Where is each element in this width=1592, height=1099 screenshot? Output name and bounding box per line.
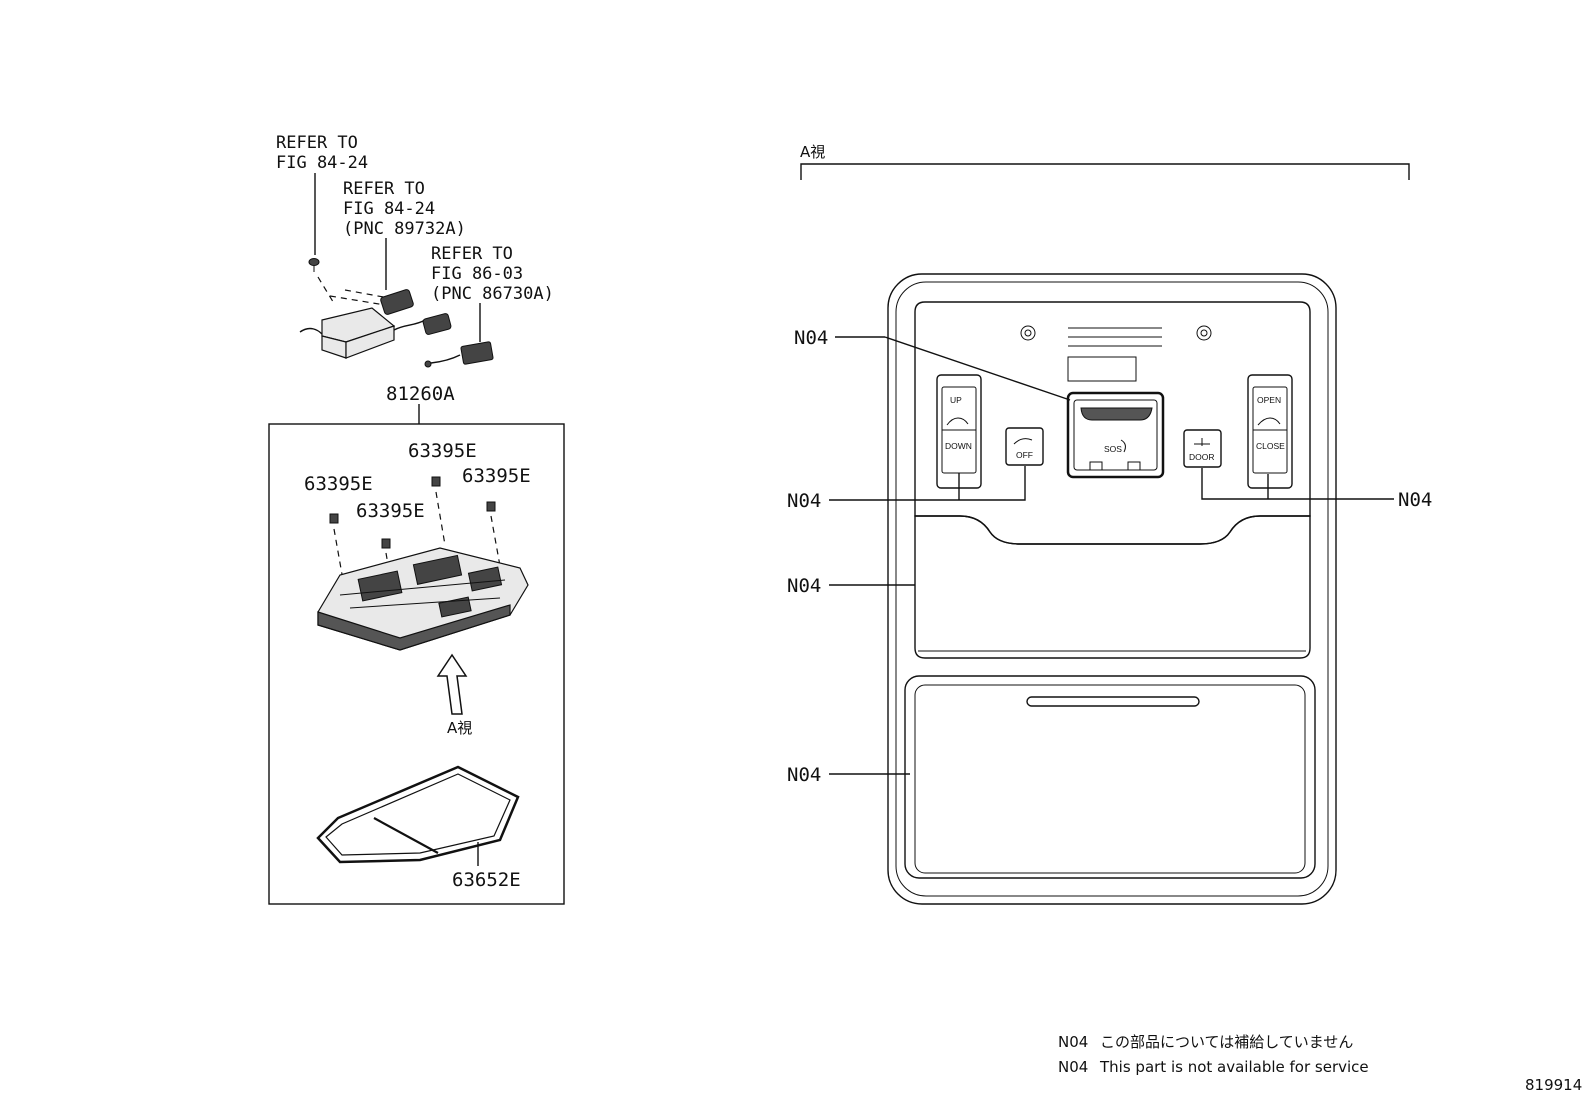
console-outline	[887, 273, 1337, 905]
svg-text:SOS: SOS	[1104, 444, 1122, 454]
refer-to-fig-84-24-label: REFER TO FIG 84-24	[276, 133, 368, 173]
part-number-63395e: 63395E	[462, 465, 531, 487]
lens-drawing	[316, 765, 520, 864]
map-lamp-lens-inner	[914, 684, 1306, 874]
figure-id: 819914	[1525, 1076, 1582, 1094]
callout-n04: N04	[794, 327, 828, 349]
clip-icon	[486, 501, 501, 567]
screw-icon	[1196, 325, 1212, 341]
overhead-console-drawing	[317, 547, 529, 651]
svg-text:FIG 84-24: FIG 84-24	[276, 153, 368, 173]
indicator-window	[1067, 356, 1137, 382]
legend-text-jp: この部品については補給していません	[1100, 1033, 1353, 1051]
lens-slot	[1026, 696, 1200, 707]
refer-to-fig-86-03-pnc-label: REFER TO FIG 86-03 (PNC 86730A)	[431, 244, 554, 304]
callout-n04: N04	[1398, 489, 1432, 511]
curved-arrow-icon	[1120, 439, 1126, 453]
car-roof-icon	[946, 417, 969, 426]
open-label: OPEN	[1257, 395, 1281, 405]
view-bracket	[800, 163, 1410, 180]
svg-text:REFER TO: REFER TO	[343, 179, 425, 199]
sunroof-switch[interactable]: OPEN CLOSE	[1247, 374, 1293, 489]
leader-line	[884, 336, 1071, 401]
part-number-63395e: 63395E	[304, 473, 373, 495]
legend-code: N04	[1058, 1033, 1088, 1051]
light-icon	[1013, 438, 1033, 445]
up-label: UP	[950, 395, 962, 405]
screw-icon	[308, 258, 320, 272]
screw-icon	[1020, 325, 1036, 341]
callout-n04: N04	[787, 490, 821, 512]
part-number-63395e: 63395E	[356, 500, 425, 522]
clip-icon	[329, 513, 344, 581]
svg-text:(PNC 86730A): (PNC 86730A)	[431, 284, 554, 304]
clip-icon	[431, 476, 446, 546]
map-lamp-lens-outer	[904, 675, 1316, 879]
leader-line	[829, 466, 1026, 501]
bracket-wiring-drawing	[299, 276, 494, 368]
svg-text:OFF: OFF	[1016, 450, 1033, 460]
down-label: DOWN	[945, 441, 972, 451]
legend-text-en: This part is not available for service	[1099, 1058, 1369, 1076]
sunshade-switch[interactable]: UP DOWN	[936, 374, 982, 489]
legend: N04 この部品については補給していません N04 This part is n…	[1058, 1033, 1369, 1076]
part-number-63395e: 63395E	[408, 440, 477, 462]
door-light-icon	[1194, 438, 1210, 446]
refer-to-fig-84-24-pnc-label: REFER TO FIG 84-24 (PNC 89732A)	[343, 179, 466, 239]
off-button[interactable]: OFF	[1005, 427, 1044, 466]
svg-text:REFER TO: REFER TO	[431, 244, 513, 264]
sos-button[interactable]: SOS	[1066, 391, 1165, 479]
clip-icon	[381, 538, 393, 589]
microphone-grille	[1068, 327, 1162, 347]
leader-line	[1201, 468, 1394, 500]
svg-text:DOOR: DOOR	[1189, 452, 1215, 462]
part-number-63652e: 63652E	[452, 869, 521, 891]
assembly-box	[268, 423, 565, 905]
door-button[interactable]: DOOR	[1183, 429, 1222, 468]
part-number-81260a: 81260A	[386, 383, 455, 405]
svg-text:FIG 86-03: FIG 86-03	[431, 264, 523, 284]
control-panel	[914, 301, 1311, 545]
svg-text:REFER TO: REFER TO	[276, 133, 358, 153]
console-outline-inner	[895, 281, 1329, 897]
view-a-label: A視	[447, 719, 472, 737]
close-label: CLOSE	[1256, 441, 1285, 451]
callout-n04: N04	[787, 575, 821, 597]
car-roof-icon	[1257, 417, 1281, 426]
callout-n04: N04	[787, 764, 821, 786]
legend-code: N04	[1058, 1058, 1088, 1076]
svg-text:FIG 84-24: FIG 84-24	[343, 199, 435, 219]
svg-text:(PNC 89732A): (PNC 89732A)	[343, 219, 466, 239]
view-a-title: A視	[800, 143, 825, 161]
view-a-arrow-icon	[436, 653, 468, 715]
sunglass-holder-lid	[914, 515, 1311, 659]
